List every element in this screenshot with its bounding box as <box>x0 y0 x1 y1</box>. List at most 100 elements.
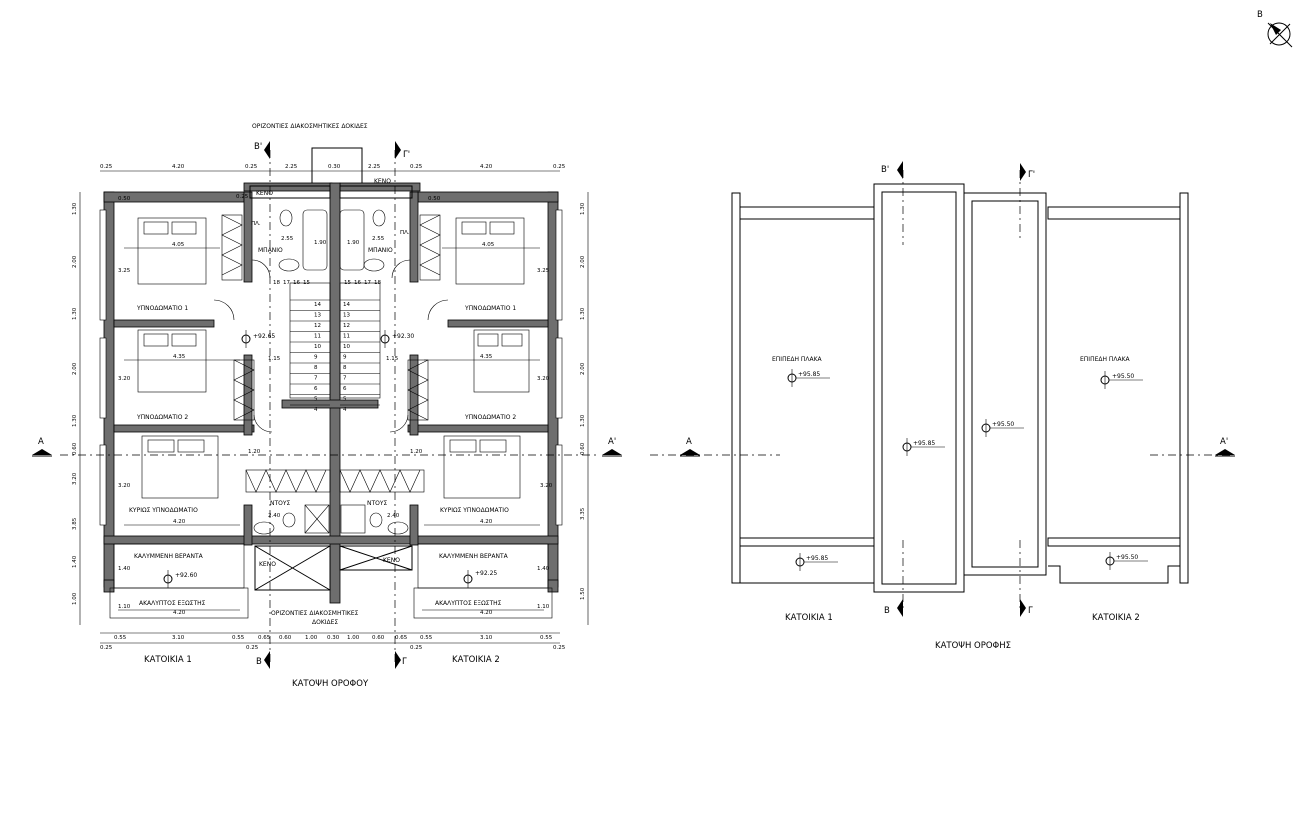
room-bedroom1-left: ΥΠΝΟΔΩΜΑΤΙΟ 1 <box>136 305 188 312</box>
svg-text:0.25: 0.25 <box>236 194 249 200</box>
stair-step-number: 9 <box>343 355 347 361</box>
svg-text:A': A' <box>1220 437 1228 447</box>
stair-step-number: 12 <box>314 323 321 329</box>
room-master-left: ΚΥΡΙΩΣ ΥΠΝΟΔΩΜΑΤΙΟ <box>129 507 198 514</box>
level-markers: +92.65 +92.30 +92.60 +92.25 <box>163 330 497 588</box>
svg-text:+95.50: +95.50 <box>992 421 1014 428</box>
veranda-right: ΚΑΛΥΜΜΕΝΗ ΒΕΡΑΝΤΑ <box>439 553 509 560</box>
stair-step-number: 6 <box>343 386 347 392</box>
dimension-label: 1.00 <box>72 592 78 605</box>
stair-step-number: 15 <box>344 280 351 286</box>
svg-text:0.25: 0.25 <box>553 164 566 170</box>
svg-text:1.10: 1.10 <box>118 604 131 610</box>
dimension-label: 3.10 <box>172 635 185 641</box>
svg-text:4.20: 4.20 <box>480 610 493 616</box>
stair-step-number: 12 <box>343 323 350 329</box>
svg-text:1.90: 1.90 <box>314 240 327 246</box>
room-bedroom1-right: ΥΠΝΟΔΩΜΑΤΙΟ 1 <box>464 305 516 312</box>
svg-text:B': B' <box>881 165 889 175</box>
roof-level-markers: +95.85 +95.50 +95.85 +95.50 +95.85 +95.5… <box>787 369 1148 571</box>
stair-step-number: 5 <box>343 397 347 403</box>
svg-text:3.20: 3.20 <box>537 376 550 382</box>
svg-text:2.55: 2.55 <box>281 236 294 242</box>
stair-step-number: 7 <box>343 376 347 382</box>
dimension-label: 0.65 <box>395 635 408 641</box>
dimension-label: 0.55 <box>114 635 127 641</box>
svg-text:0.25: 0.25 <box>100 164 113 170</box>
stair-step-number: 6 <box>314 386 318 392</box>
svg-text:2.40: 2.40 <box>387 513 400 519</box>
svg-text:2.40: 2.40 <box>268 513 281 519</box>
stair-left <box>289 282 331 406</box>
stair-step-number: 8 <box>314 365 318 371</box>
dimension-label: 1.30 <box>580 202 586 215</box>
svg-text:ΠΛ.: ΠΛ. <box>400 230 410 236</box>
svg-text:3.20: 3.20 <box>118 483 131 489</box>
svg-text:A: A <box>686 437 692 447</box>
dimension-label: 1.40 <box>72 555 78 568</box>
stair-step-number: 4 <box>314 407 318 413</box>
dimension-label: 1.30 <box>72 202 78 215</box>
svg-text:4.05: 4.05 <box>172 242 185 248</box>
dimension-label: 0.65 <box>258 635 271 641</box>
dimension-label: 0.60 <box>580 442 586 455</box>
svg-text:B': B' <box>254 142 262 152</box>
veranda-left: ΚΑΛΥΜΜΕΝΗ ΒΕΡΑΝΤΑ <box>134 553 204 560</box>
svg-text:0.25: 0.25 <box>410 645 423 651</box>
dimension-label: 2.00 <box>580 255 586 268</box>
flat-slab-right: ΕΠΙΠΕΔΗ ΠΛΑΚΑ <box>1080 356 1131 363</box>
dimension-label: 0.30 <box>327 635 340 641</box>
room-shower-right: ΝΤΟΥΣ <box>367 500 388 507</box>
dimension-label: 0.55 <box>420 635 433 641</box>
room-bedroom2-left: ΥΠΝΟΔΩΜΑΤΙΟ 2 <box>136 414 188 421</box>
svg-text:ΠΛ.: ΠΛ. <box>251 221 261 227</box>
stair-step-number: 16 <box>354 280 361 286</box>
dimension-label: 3.85 <box>72 517 78 530</box>
svg-text:0.30: 0.30 <box>328 164 341 170</box>
svg-text:1.15: 1.15 <box>268 356 281 362</box>
svg-text:4.35: 4.35 <box>480 354 493 360</box>
svg-text:4.20: 4.20 <box>480 519 493 525</box>
stair-step-number: 17 <box>364 280 371 286</box>
stair-step-number: 7 <box>314 376 318 382</box>
svg-text:2.25: 2.25 <box>368 164 381 170</box>
deck-right: ΑΚΑΛΥΠΤΟΣ ΕΞΩΣΤΗΣ <box>435 600 502 607</box>
svg-text:+95.85: +95.85 <box>798 371 820 378</box>
roof-plan-title: ΚΑΤΟΨΗ ΟΡΟΦΗΣ <box>935 641 1011 651</box>
svg-text:Γ': Γ' <box>403 150 410 160</box>
svg-text:B: B <box>256 657 262 667</box>
house2-label: ΚΑΤΟΙΚΙΑ 2 <box>452 655 500 665</box>
svg-text:0.25: 0.25 <box>246 645 259 651</box>
floor-plan: ΟΡΙΖΟΝΤΙΕΣ ΔΙΑΚΟΣΜΗΤΙΚΕΣ ΔΟΚΙΔΕΣ 0.25 4.… <box>32 123 622 689</box>
svg-text:1.90: 1.90 <box>347 240 360 246</box>
stair-step-number: 18 <box>374 280 381 286</box>
stair-step-number: 13 <box>343 313 350 319</box>
dimension-label: 3.35 <box>580 507 586 520</box>
svg-text:4.05: 4.05 <box>482 242 495 248</box>
top-dimension-chain: 0.25 4.20 0.25 2.25 0.30 2.25 0.25 4.20 … <box>100 164 566 170</box>
svg-text:Γ': Γ' <box>1028 170 1035 180</box>
svg-text:1.20: 1.20 <box>410 449 423 455</box>
floor-plan-title: ΚΑΤΟΨΗ ΟΡΟΦΟΥ <box>292 679 369 689</box>
dimension-label: 1.30 <box>72 307 78 320</box>
svg-text:ΚΑΤΟΙΚΙΑ 1: ΚΑΤΟΙΚΙΑ 1 <box>785 613 833 623</box>
stair-step-number: 15 <box>303 280 310 286</box>
svg-text:B: B <box>884 606 890 616</box>
stair-step-number: 10 <box>314 344 321 350</box>
void-boxes <box>249 185 413 591</box>
svg-text:2.55: 2.55 <box>372 236 385 242</box>
room-master-right: ΚΥΡΙΩΣ ΥΠΝΟΔΩΜΑΤΙΟ <box>440 507 509 514</box>
dimension-label: 0.60 <box>372 635 385 641</box>
stair-step-number: 11 <box>343 334 350 340</box>
stair-step-number: 17 <box>283 280 290 286</box>
svg-text:+95.85: +95.85 <box>913 440 935 447</box>
stair-step-number: 18 <box>273 280 280 286</box>
svg-text:3.20: 3.20 <box>540 483 553 489</box>
svg-text:ΚΑΤΟΙΚΙΑ 2: ΚΑΤΟΙΚΙΑ 2 <box>1092 613 1140 623</box>
svg-text:ΟΡΙΖΟΝΤΙΕΣ ΔΙΑΚΟΣΜΗΤΙΚΕΣ: ΟΡΙΖΟΝΤΙΕΣ ΔΙΑΚΟΣΜΗΤΙΚΕΣ <box>271 610 359 617</box>
stair-step-number: 9 <box>314 355 318 361</box>
dimension-label: 1.30 <box>580 414 586 427</box>
svg-text:0.50: 0.50 <box>118 196 131 202</box>
stair-step-number: 5 <box>314 397 318 403</box>
